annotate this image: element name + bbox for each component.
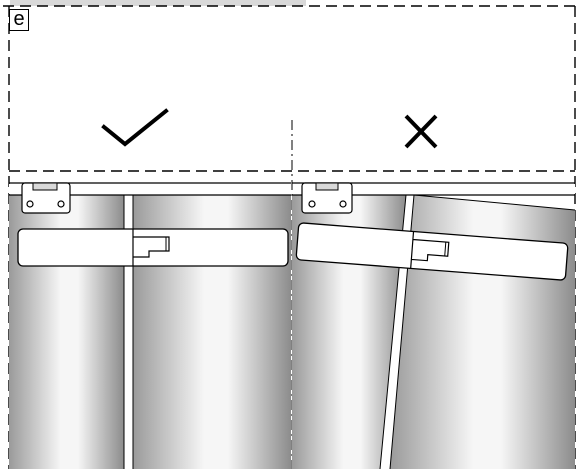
check-icon xyxy=(101,108,169,147)
cross-icon xyxy=(404,114,438,149)
alignment-template xyxy=(295,222,569,281)
panel-incorrect xyxy=(292,182,576,469)
previous-frame-strip xyxy=(10,0,306,6)
panel-correct xyxy=(9,182,291,469)
hinge-bracket xyxy=(301,182,353,214)
alignment-template xyxy=(17,228,289,267)
door-gap-aligned xyxy=(124,195,133,469)
hinge-bracket xyxy=(21,182,71,214)
step-label: e xyxy=(9,9,29,31)
